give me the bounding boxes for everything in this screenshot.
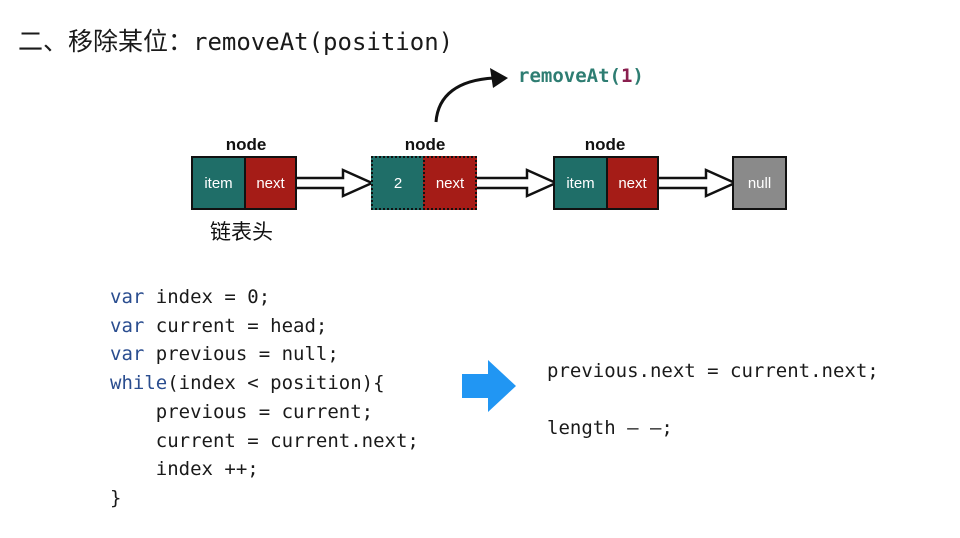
transform-arrow-icon [462,360,516,412]
code-line-1: var index = 0; [110,283,419,312]
node-2-item: 2 [371,156,425,210]
code-line-7: index ++; [110,455,419,484]
node-2-caption: node [404,135,446,154]
code-keyword: var [110,343,145,366]
node-1-caption: node [225,135,267,154]
right-code-line-1: previous.next = current.next; [547,360,879,382]
page-title: 二、移除某位：removeAt(position) [18,22,453,58]
right-code-line-2: length — —; [547,417,673,439]
operation-label: removeAt(1) [518,65,644,87]
title-prefix: 二、移除某位： [18,27,194,56]
code-text: current = current.next; [110,429,419,452]
code-keyword: while [110,372,168,395]
removal-curve-arrow [434,76,495,123]
title-method: removeAt(position) [193,28,454,56]
connector-arrow-1 [291,168,376,198]
list-head-label: 链表头 [210,220,273,244]
code-keyword: var [110,286,145,308]
operation-arg: 1 [620,65,633,87]
code-text: previous = null; [144,343,339,366]
node-1-item: item [191,156,246,210]
code-keyword: var [110,314,145,337]
code-line-2: var current = head; [110,312,419,341]
node-2-next: next [423,156,477,210]
node-1-next: next [244,156,297,210]
null-node: null [732,156,787,210]
connector-arrow-3 [653,168,739,198]
connector-arrow-2 [472,168,560,198]
code-line-8: } [110,484,419,513]
code-text: current = head; [144,314,328,337]
code-text: previous = current; [110,400,374,423]
operation-name: removeAt [518,65,610,87]
code-line-4: while(index < position){ [110,369,419,398]
code-text: (index < position){ [167,372,385,395]
code-line-6: current = current.next; [110,427,419,456]
node-3-caption: node [584,135,626,154]
right-code-block: previous.next = current.next; length — —; [547,343,879,457]
code-text: index ++; [110,458,259,481]
code-text: } [110,486,122,509]
code-line-5: previous = current; [110,398,419,427]
left-code-block: var index = 0;var current = head;var pre… [110,283,419,513]
node-3-next: next [606,156,659,210]
code-line-3: var previous = null; [110,340,419,369]
operation-close-paren: ) [632,65,644,87]
node-3-item: item [553,156,608,210]
code-text: index = 0; [144,286,271,308]
operation-open-paren: ( [609,65,621,87]
removal-curve-arrowhead [490,68,508,88]
